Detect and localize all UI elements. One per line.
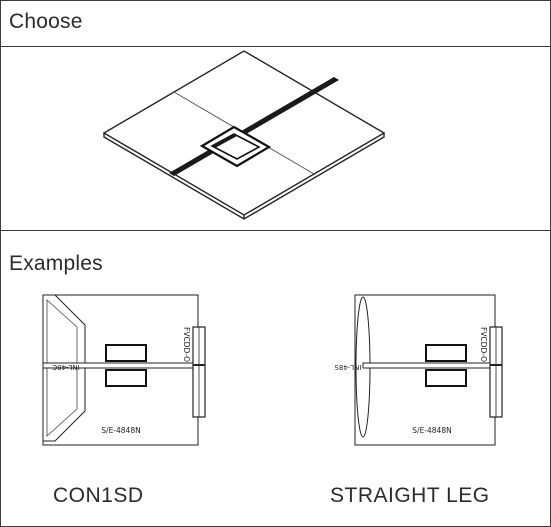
examples-label: Examples	[1, 241, 550, 281]
tabletop-isometric-icon	[102, 50, 386, 220]
choose-option-tile[interactable]	[1, 47, 550, 231]
con1sd-side-label: FVCDD-O	[182, 327, 191, 362]
straight-leg-base-label: S/E-4848N	[412, 426, 451, 435]
con1sd-base-label: S/E-4848N	[101, 426, 140, 435]
example-straight-leg[interactable]: S/E-4848N FVCDD-O INL-48S STRAIGHT LEG	[318, 287, 548, 521]
choose-header: Choose	[1, 1, 550, 47]
con1sd-rail-label: INL-48C	[52, 363, 80, 371]
con1sd-plan-drawing: S/E-4848N FVCDD-O INL-48C	[42, 294, 206, 446]
straight-leg-plan-drawing: S/E-4848N FVCDD-O INL-48S	[334, 294, 503, 446]
example-con1sd[interactable]: S/E-4848N FVCDD-O INL-48C CON1SD	[33, 287, 263, 521]
choose-title: Choose	[9, 10, 83, 33]
straight-leg-caption: STRAIGHT LEG	[330, 484, 490, 507]
con1sd-caption: CON1SD	[53, 484, 144, 507]
straight-leg-rail-label: INL-48S	[334, 363, 362, 371]
examples-title: Examples	[9, 252, 103, 275]
straight-leg-side-label: FVCDD-O	[479, 327, 488, 362]
